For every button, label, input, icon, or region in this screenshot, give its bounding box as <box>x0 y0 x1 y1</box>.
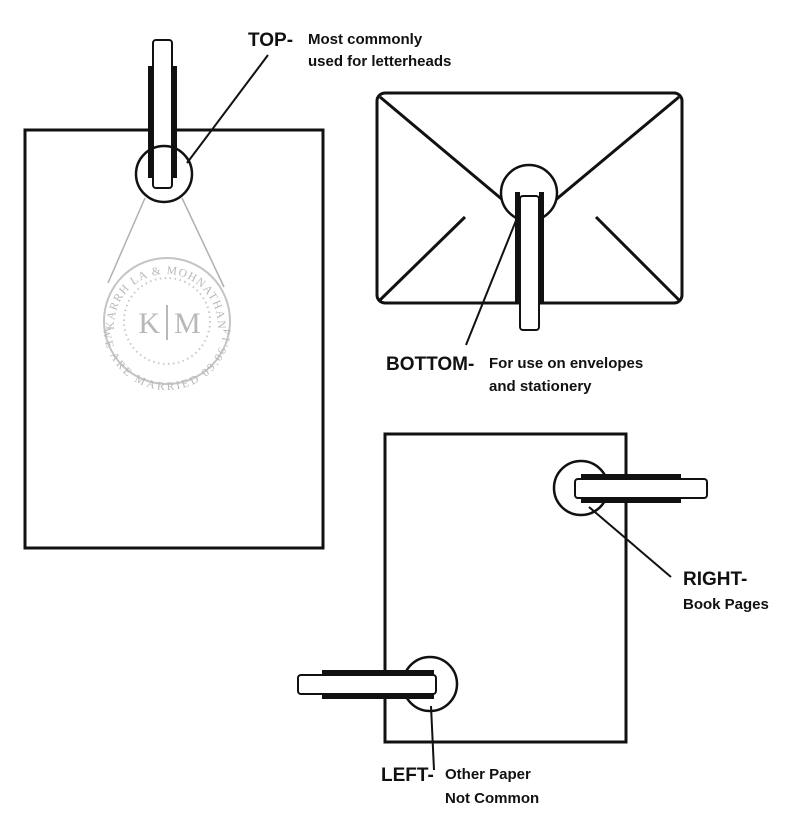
left-label-line1: Other Paper <box>445 766 531 783</box>
left-label-title: LEFT- <box>381 765 434 786</box>
bottom-placement-illustration <box>375 91 684 346</box>
top-placement-illustration: KARRH LA & MOHNATHAN WE ARE MARRIED 09.0… <box>23 39 325 550</box>
right-label: RIGHT- Book Pages <box>683 569 769 613</box>
right-label-line1: Book Pages <box>683 596 769 613</box>
seal-monogram-left: K <box>138 307 160 340</box>
left-label-line2: Not Common <box>445 790 539 807</box>
top-label-line2: used for letterheads <box>308 53 451 70</box>
bottom-label-line1: For use on envelopes <box>489 355 643 372</box>
top-label-line1: Most commonly <box>308 31 423 48</box>
left-label: LEFT- Other Paper Not Common <box>381 765 539 807</box>
embosser-left <box>297 655 459 771</box>
top-label-title: TOP- <box>248 30 293 51</box>
seal-monogram-right: M <box>174 307 201 340</box>
embosser-bottom <box>499 163 559 331</box>
bottom-label-title: BOTTOM- <box>386 354 474 375</box>
embosser-right <box>552 459 708 578</box>
top-label: TOP- Most commonly used for letterheads <box>248 30 451 70</box>
bottom-label: BOTTOM- For use on envelopes and station… <box>386 354 643 395</box>
side-placement-illustration <box>297 432 708 771</box>
bottom-label-line2: and stationery <box>489 378 592 395</box>
embosser-top <box>134 39 194 204</box>
right-label-title: RIGHT- <box>683 569 747 590</box>
